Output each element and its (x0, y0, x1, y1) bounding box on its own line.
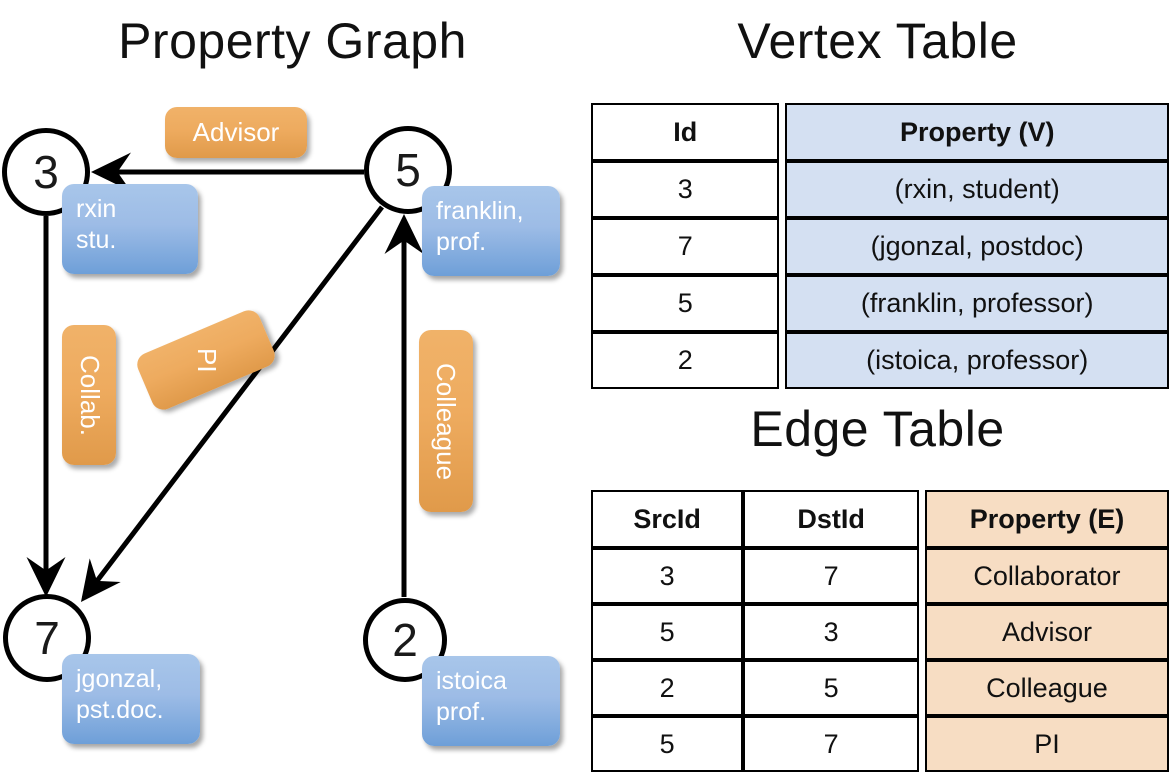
vertex-table-header-row: Id Property (V) (591, 103, 1169, 161)
edge-cell-dstid: 5 (743, 660, 920, 716)
edge-cell-property: Advisor (924, 604, 1169, 660)
table-row[interactable]: 5 7 PI (591, 716, 1169, 772)
vertex-cell-property: (franklin, professor) (785, 275, 1169, 332)
vertex-cell-property: (istoica, professor) (785, 332, 1169, 389)
edge-label-advisor-text: Advisor (192, 117, 280, 147)
graph-node-2-label: 2 (392, 614, 418, 666)
graph-node-2[interactable]: 2 (363, 598, 447, 682)
edge-cell-srcid: 3 (591, 548, 744, 604)
edge-5-to-7 (80, 205, 384, 602)
edge-cell-dstid: 7 (743, 548, 920, 604)
table-row[interactable]: 2 5 Colleague (591, 660, 1169, 716)
vertex-property-box-7-line2: pst.doc. (76, 696, 164, 725)
vertex-cell-id: 3 (591, 161, 780, 218)
vertex-cell-id: 7 (591, 218, 780, 275)
edge-cell-property: Colleague (924, 660, 1169, 716)
vertex-property-box-2-line1: istoica (436, 667, 507, 695)
vertex-table-col-id: Id (591, 103, 780, 161)
page-title-edge-table: Edge Table (750, 401, 1005, 457)
edge-cell-dstid: 7 (743, 716, 920, 772)
vertex-property-box-7-line1: jgonzal, (76, 665, 163, 693)
vertex-cell-property: (jgonzal, postdoc) (785, 218, 1169, 275)
vertex-property-box-3-line2: stu. (76, 226, 117, 255)
vertex-cell-property: (rxin, student) (785, 161, 1169, 218)
vertex-table: Id Property (V) 3 (rxin, student) 7 (jgo… (591, 103, 1169, 389)
table-row[interactable]: 3 (rxin, student) (591, 161, 1169, 218)
graph-node-3-label: 3 (33, 146, 59, 198)
graph-node-7-label: 7 (34, 612, 60, 664)
edge-cell-property: PI (924, 716, 1169, 772)
vertex-property-box-2-line2: prof. (436, 698, 487, 727)
property-graph-diagram: 3 5 7 2 rxin stu. franklin, prof. jgonza… (0, 0, 585, 760)
edge-table-col-property: Property (E) (924, 490, 1169, 548)
vertex-cell-id: 2 (591, 332, 780, 389)
edge-cell-dstid: 3 (743, 604, 920, 660)
table-row[interactable]: 5 3 Advisor (591, 604, 1169, 660)
vertex-property-box-5-line1: franklin, (436, 197, 524, 225)
vertex-property-box-7[interactable]: jgonzal, pst.doc. (62, 654, 200, 744)
page-title-property-graph: Property Graph (118, 13, 467, 69)
vertex-property-box-5[interactable]: franklin, prof. (422, 186, 560, 276)
edge-cell-property: Collaborator (924, 548, 1169, 604)
graph-edges-svg (26, 152, 424, 602)
table-row[interactable]: 2 (istoica, professor) (591, 332, 1169, 389)
edge-table-header-row: SrcId DstId Property (E) (591, 490, 1169, 548)
edge-label-colleague-text: Colleague (431, 362, 462, 480)
page-title-vertex-table: Vertex Table (737, 13, 1018, 69)
graph-node-5[interactable]: 5 (364, 126, 452, 214)
vertex-table-col-property: Property (V) (785, 103, 1169, 161)
vertex-property-box-5-line2: prof. (436, 228, 487, 257)
vertex-cell-id: 5 (591, 275, 780, 332)
edge-label-collab-text: Collab. (74, 354, 105, 436)
edge-label-collab[interactable]: Collab. (62, 325, 116, 465)
edge-cell-srcid: 2 (591, 660, 744, 716)
table-row[interactable]: 7 (jgonzal, postdoc) (591, 218, 1169, 275)
table-row[interactable]: 5 (franklin, professor) (591, 275, 1169, 332)
edge-table-col-dstid: DstId (743, 490, 920, 548)
edge-cell-srcid: 5 (591, 604, 744, 660)
edge-table: SrcId DstId Property (E) 3 7 Collaborato… (591, 490, 1169, 772)
edge-table-col-srcid: SrcId (591, 490, 744, 548)
graph-node-5-label: 5 (395, 144, 421, 196)
table-row[interactable]: 3 7 Collaborator (591, 548, 1169, 604)
edge-cell-srcid: 5 (591, 716, 744, 772)
vertex-property-box-3[interactable]: rxin stu. (62, 184, 198, 274)
edge-label-pi-text: PI (191, 347, 222, 373)
vertex-property-box-3-line1: rxin (76, 195, 117, 223)
vertex-property-box-2[interactable]: istoica prof. (422, 656, 560, 746)
edge-label-colleague[interactable]: Colleague (419, 330, 473, 512)
edge-label-advisor[interactable]: Advisor (165, 107, 307, 158)
